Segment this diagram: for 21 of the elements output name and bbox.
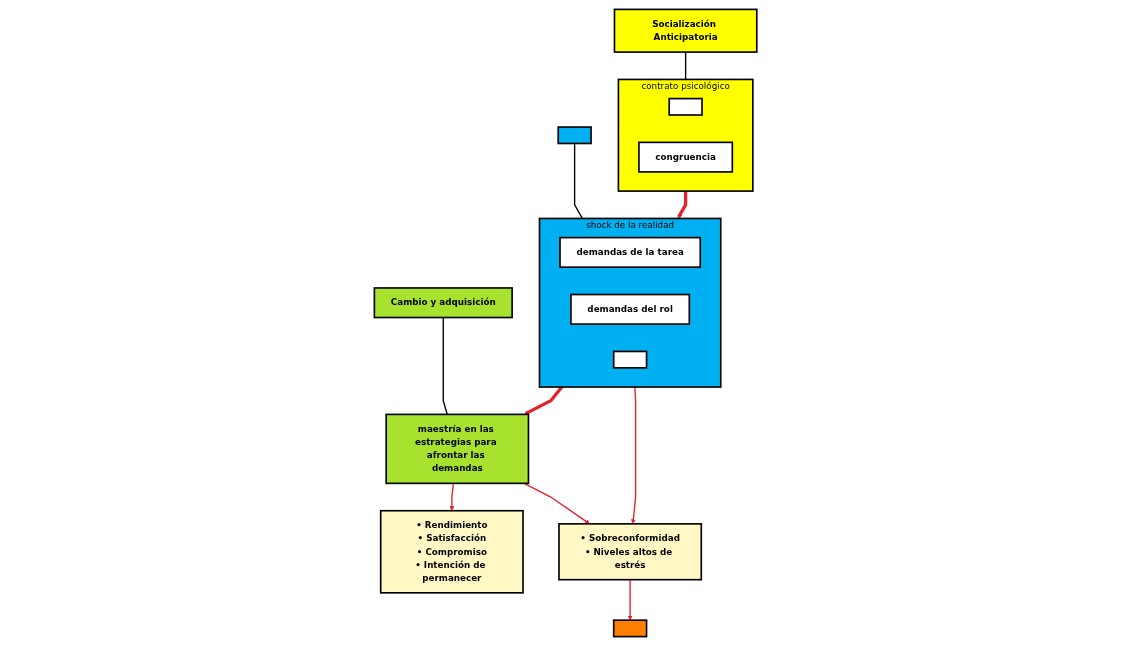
arrow (449, 482, 455, 511)
node-box: Cambio y adquisición (373, 287, 513, 319)
connector (442, 316, 448, 416)
arrow (630, 386, 637, 525)
node-box (612, 350, 648, 369)
node-box (612, 619, 648, 638)
node-box: demandas de la tarea (559, 236, 701, 268)
arrow (677, 191, 688, 219)
node-box: Socialización Anticipatoria (613, 8, 758, 53)
connector (684, 51, 687, 81)
connector (573, 142, 583, 220)
arrow (523, 386, 564, 415)
node-box: • Rendimiento • Satisfacción • Compromiso • Intención de permanecer (379, 509, 524, 594)
node-box: maestría en las estrategias para afrontar las demandas (385, 413, 530, 485)
node-box: • Sobreconformidad • Niveles altos de estrés (558, 523, 703, 581)
arrow (523, 482, 590, 525)
node-box: demandas del rol (570, 293, 691, 325)
arrow (627, 579, 633, 621)
node-box (557, 126, 592, 145)
node-box (668, 97, 703, 116)
node-box: congruencia (638, 141, 734, 173)
